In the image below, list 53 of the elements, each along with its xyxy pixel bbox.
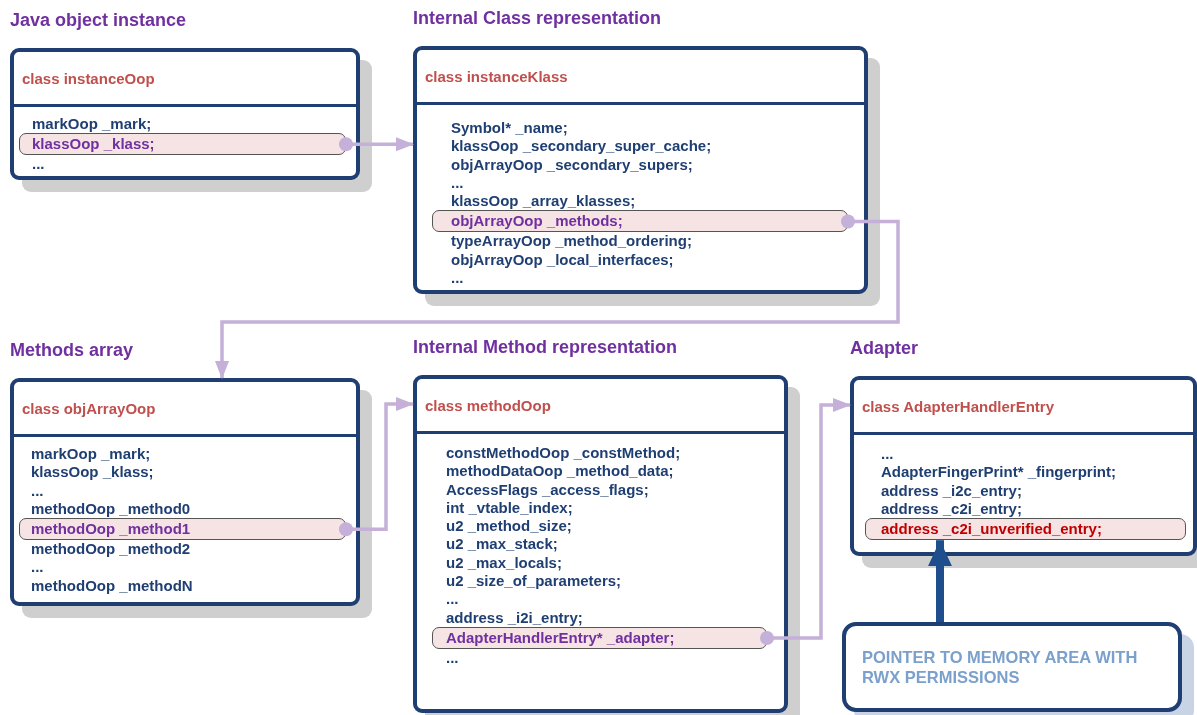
class-name: class AdapterHandlerEntry xyxy=(862,397,1054,415)
field-declaration: u2 _max_stack; xyxy=(445,535,559,554)
field-declaration: objArrayOop _secondary_supers; xyxy=(450,155,694,174)
field-declaration: AccessFlags _access_flags; xyxy=(445,480,650,499)
box-heading: Adapter xyxy=(850,338,918,359)
class-name: class methodOop xyxy=(425,396,551,414)
field-declaration: methodOop _method2 xyxy=(30,540,192,559)
field-declaration: u2 _max_locals; xyxy=(445,553,563,573)
field-declaration: objArrayOop _local_interfaces; xyxy=(450,250,675,270)
box-heading: Methods array xyxy=(10,340,134,361)
field-declaration: u2 _method_size; xyxy=(445,517,573,536)
highlighted-field: address _c2i_unverified_entry; xyxy=(865,518,1186,541)
highlighted-field: klassOop _klass; xyxy=(19,133,346,156)
field-declaration: address _i2c_entry; xyxy=(880,481,1023,500)
arrow xyxy=(339,397,414,537)
field-declaration: ... xyxy=(445,648,460,668)
highlighted-field: methodOop _method1 xyxy=(19,518,346,541)
field-declaration: ... xyxy=(450,269,465,288)
arrow xyxy=(339,137,414,152)
arrow xyxy=(760,398,851,645)
field-declaration: int _vtable_index; xyxy=(445,498,574,518)
field-declaration: AdapterFingerPrint* _fingerprint; xyxy=(880,463,1117,482)
field-declaration: methodOop _methodN xyxy=(30,576,194,596)
field-declaration: u2 _size_of_parameters; xyxy=(445,572,623,591)
field-declaration: klassOop _array_klasses; xyxy=(450,192,637,211)
arrow xyxy=(928,540,952,622)
highlighted-field: AdapterHandlerEntry* _adapter; xyxy=(432,626,767,649)
field-declaration: address _c2i_entry; xyxy=(880,499,1023,519)
box-heading: Java object instance xyxy=(10,10,187,31)
field-declaration: constMethodOop _constMethod; xyxy=(445,444,682,463)
box-heading: Internal Method representation xyxy=(413,337,678,358)
class-name: class objArrayOop xyxy=(22,399,156,417)
class-name: class instanceKlass xyxy=(425,67,568,85)
arrow xyxy=(215,214,900,379)
field-declaration: methodOop _method0 xyxy=(30,499,192,519)
field-declaration: ... xyxy=(31,155,46,174)
field-declaration: markOop _mark; xyxy=(30,445,152,464)
note-text: POINTER TO MEMORY AREA WITH RWX PERMISSIONS xyxy=(862,647,1139,687)
field-declaration: ... xyxy=(30,558,45,577)
highlighted-field: objArrayOop _methods; xyxy=(432,210,848,233)
box-heading: Internal Class representation xyxy=(413,8,662,29)
field-declaration: address _i2i_entry; xyxy=(445,608,584,627)
field-declaration: klassOop _klass; xyxy=(30,463,155,482)
field-declaration: markOop _mark; xyxy=(31,115,153,134)
field-declaration: typeArrayOop _method_ordering; xyxy=(450,232,693,251)
field-declaration: ... xyxy=(445,590,460,609)
field-declaration: klassOop _secondary_super_cache; xyxy=(450,137,713,156)
field-declaration: ... xyxy=(30,481,45,500)
field-declaration: Symbol* _name; xyxy=(450,119,569,138)
class-name: class instanceOop xyxy=(22,69,155,87)
field-declaration: methodDataOop _method_data; xyxy=(445,462,675,481)
field-declaration: ... xyxy=(880,445,895,464)
field-declaration: ... xyxy=(450,173,465,193)
